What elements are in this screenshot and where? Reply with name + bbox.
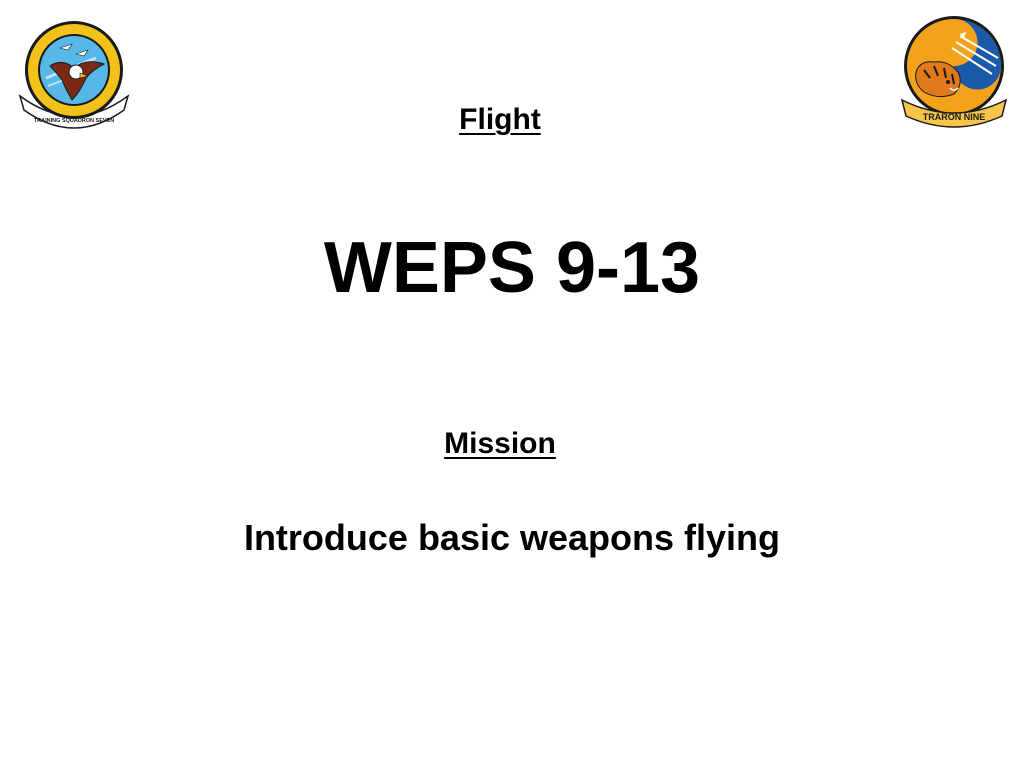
slide-title: WEPS 9-13 [323, 228, 701, 308]
left-patch-banner-text: TRAINING SQUADRON SEVEN [34, 118, 114, 124]
mission-description: Introduce basic weapons flying [243, 517, 781, 558]
traron-nine-patch-icon: TRARON NINE [900, 16, 1008, 128]
training-squadron-seven-patch-icon: TRAINING SQUADRON SEVEN [18, 21, 130, 129]
mission-label: Mission [444, 427, 556, 460]
flight-label: Flight [459, 103, 541, 136]
right-patch-banner-text: TRARON NINE [923, 112, 986, 122]
